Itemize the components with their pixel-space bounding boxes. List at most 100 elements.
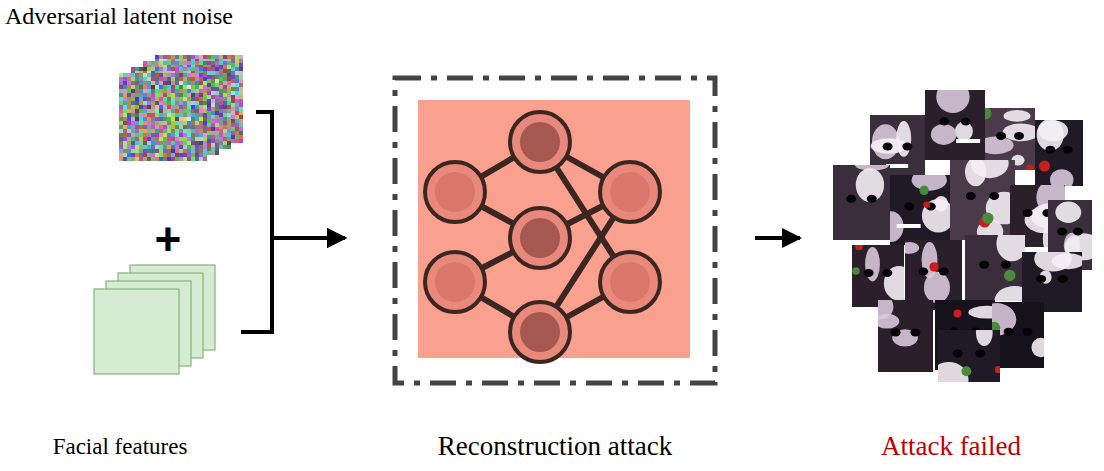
noise-pixel: [187, 129, 191, 133]
noise-pixel: [215, 139, 219, 143]
noise-pixel: [143, 125, 147, 129]
noise-pixel: [135, 141, 139, 145]
noise-pixel: [211, 151, 215, 155]
reconstructed-face: [938, 330, 1000, 382]
noise-pixel: [159, 145, 163, 149]
noise-pixel: [199, 113, 203, 117]
noise-pixel: [211, 83, 215, 87]
noise-pixel: [127, 137, 131, 141]
noise-pixel: [127, 153, 131, 157]
noise-pixel: [127, 89, 131, 93]
noise-pixel: [159, 97, 163, 101]
noise-pixel: [207, 99, 211, 103]
noise-pixel: [159, 145, 163, 149]
noise-pixel: [175, 141, 179, 145]
noise-pixel: [203, 129, 207, 133]
noise-pixel: [179, 141, 183, 145]
noise-pixel: [219, 55, 223, 59]
noise-pixel: [231, 111, 235, 115]
noise-pixel: [143, 125, 147, 129]
noise-pixel: [183, 97, 187, 101]
noise-pixel: [135, 117, 139, 121]
noise-pixel: [195, 77, 199, 81]
noise-pixel: [151, 61, 155, 65]
noise-pixel: [167, 157, 171, 161]
noise-pixel: [151, 81, 155, 85]
noise-pixel: [171, 93, 175, 97]
noise-pixel: [199, 85, 203, 89]
noise-pixel: [139, 89, 143, 93]
noise-pixel: [147, 153, 151, 157]
noise-pixel: [163, 113, 167, 117]
noise-pixel: [155, 89, 159, 93]
noise-pixel: [215, 131, 219, 135]
noise-pixel: [199, 121, 203, 125]
noise-pixel: [147, 157, 151, 161]
noise-pixel: [151, 113, 155, 117]
noise-pixel: [135, 133, 139, 137]
noise-pixel: [135, 81, 139, 85]
noise-pixel: [235, 79, 239, 83]
noise-pixel: [179, 73, 183, 77]
noise-pixel: [187, 157, 191, 161]
noise-pixel: [155, 137, 159, 141]
noise-pixel: [199, 117, 203, 121]
noise-pixel: [143, 105, 147, 109]
noise-pixel: [187, 137, 191, 141]
noise-pixel: [179, 121, 183, 125]
noise-pixel: [119, 77, 123, 81]
noise-pixel: [175, 89, 179, 93]
noise-pixel: [167, 137, 171, 141]
noise-pixel: [187, 145, 191, 149]
noise-pixel: [131, 89, 135, 93]
noise-pixel: [159, 137, 163, 141]
noise-pixel: [151, 93, 155, 97]
noise-pixel: [147, 121, 151, 125]
noise-pixel: [183, 133, 187, 137]
noise-pixel: [147, 133, 151, 137]
noise-pixel: [183, 105, 187, 109]
noise-pixel: [135, 113, 139, 117]
noise-pixel: [147, 125, 151, 129]
noise-pixel: [167, 89, 171, 93]
noise-pixel: [203, 101, 207, 105]
noise-pixel: [223, 109, 227, 113]
noise-pixel: [207, 87, 211, 91]
noise-pixel: [227, 145, 231, 149]
noise-pixel: [143, 97, 147, 101]
noise-pixel: [199, 157, 203, 161]
noise-pixel: [143, 121, 147, 125]
noise-pixel: [179, 101, 183, 105]
noise-pixel: [155, 101, 159, 105]
noise-pixel: [211, 119, 215, 123]
noise-pixel: [211, 111, 215, 115]
noise-pixel: [191, 137, 195, 141]
noise-pixel: [163, 117, 167, 121]
noise-pixel: [175, 129, 179, 133]
noise-pixel: [123, 141, 127, 145]
noise-pixel: [171, 77, 175, 81]
noise-pixel: [167, 81, 171, 85]
noise-pixel: [215, 91, 219, 95]
noise-pixel: [203, 81, 207, 85]
noise-pixel: [139, 133, 143, 137]
noise-pixel: [219, 101, 223, 105]
noise-pixel: [187, 97, 191, 101]
noise-pixel: [159, 117, 163, 121]
noise-pixel: [179, 89, 183, 93]
noise-pixel: [167, 105, 171, 109]
noise-pixel: [139, 77, 143, 81]
noise-pixel: [227, 81, 231, 85]
noise-pixel: [235, 119, 239, 123]
noise-pixel: [139, 93, 143, 97]
noise-pixel: [155, 125, 159, 129]
noise-pixel: [123, 93, 127, 97]
noise-pixel: [155, 81, 159, 85]
noise-pixel: [151, 129, 155, 133]
noise-pixel: [143, 81, 147, 85]
noise-pixel: [191, 89, 195, 93]
noise-pixel: [171, 105, 175, 109]
noise-pixel: [155, 133, 159, 137]
noise-pixel: [163, 89, 167, 93]
noise-pixel: [163, 81, 167, 85]
